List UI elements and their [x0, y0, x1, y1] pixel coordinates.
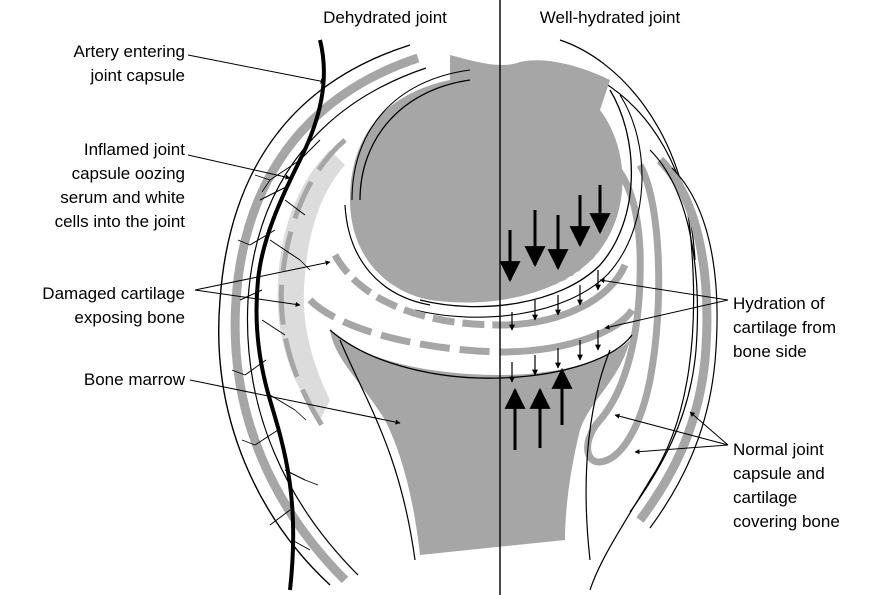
lower-bone	[310, 300, 632, 560]
label-normal-line-2: capsule and	[733, 462, 840, 486]
label-artery: Artery entering joint capsule	[74, 40, 186, 88]
label-inflamed-capsule: Inflamed joint capsule oozing serum and …	[55, 138, 185, 234]
label-hydration-line-1: Hydration of	[733, 292, 836, 316]
header-well-hydrated: Well-hydrated joint	[505, 6, 715, 30]
label-bone-marrow: Bone marrow	[84, 368, 185, 392]
label-inflamed-line-2: capsule oozing	[55, 162, 185, 186]
label-damaged-line-2: exposing bone	[42, 306, 185, 330]
label-hydration-line-2: cartilage from	[733, 316, 836, 340]
label-artery-line-2: joint capsule	[74, 64, 186, 88]
label-normal-line-1: Normal joint	[733, 438, 840, 462]
label-marrow-line-1: Bone marrow	[84, 368, 185, 392]
label-normal-line-3: cartilage	[733, 486, 840, 510]
label-inflamed-line-3: serum and white	[55, 186, 185, 210]
label-hydration: Hydration of cartilage from bone side	[733, 292, 836, 364]
label-inflamed-line-4: cells into the joint	[55, 210, 185, 234]
label-normal-capsule: Normal joint capsule and cartilage cover…	[733, 438, 840, 534]
label-hydration-line-3: bone side	[733, 340, 836, 364]
label-artery-line-1: Artery entering	[74, 40, 186, 64]
label-damaged-cartilage: Damaged cartilage exposing bone	[42, 282, 185, 330]
label-normal-line-4: covering bone	[733, 510, 840, 534]
header-dehydrated: Dehydrated joint	[285, 6, 485, 30]
upper-bone	[335, 55, 642, 325]
label-inflamed-line-1: Inflamed joint	[55, 138, 185, 162]
label-damaged-line-1: Damaged cartilage	[42, 282, 185, 306]
